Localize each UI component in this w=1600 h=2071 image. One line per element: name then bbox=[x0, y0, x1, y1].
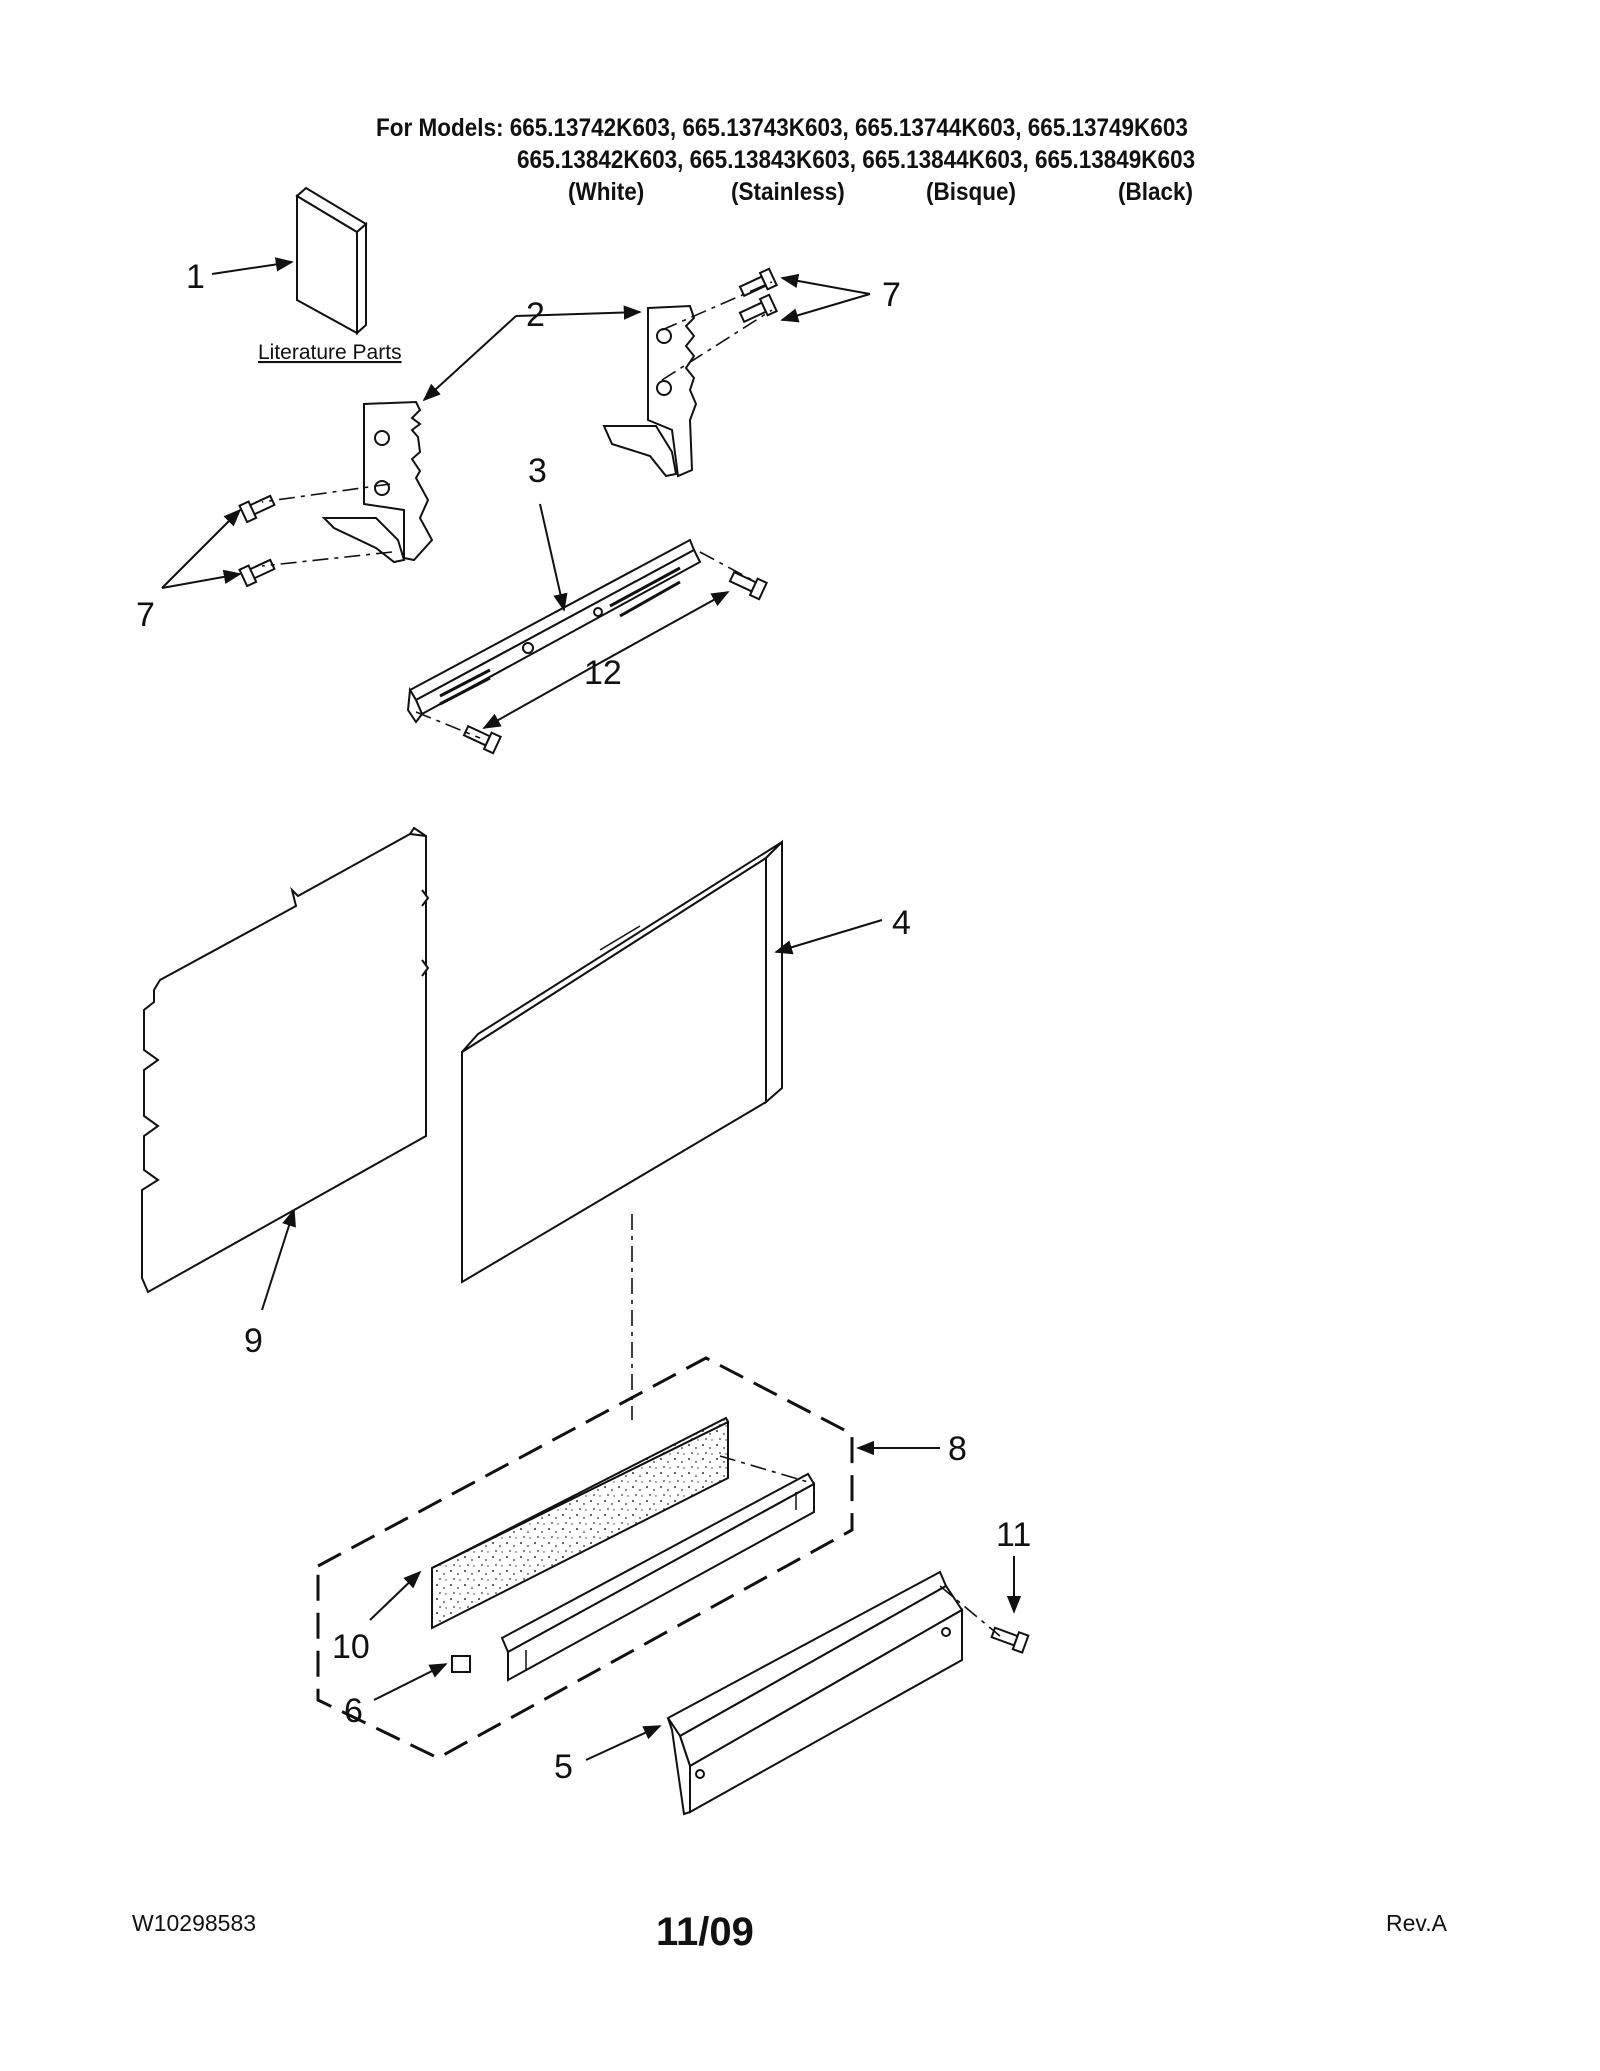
screw-12-left bbox=[462, 724, 503, 755]
callout-7-left: 7 bbox=[136, 596, 155, 634]
literature-booklet bbox=[295, 186, 368, 336]
callout-1: 1 bbox=[186, 258, 205, 296]
callout-11: 11 bbox=[996, 1516, 1031, 1554]
hinge-bracket-left bbox=[321, 400, 434, 564]
callout-6: 6 bbox=[344, 1692, 363, 1730]
color-black: (Black) bbox=[1118, 178, 1194, 206]
callout-9: 9 bbox=[244, 1322, 263, 1360]
callout-7-top: 7 bbox=[882, 276, 901, 314]
color-white: (White) bbox=[568, 178, 645, 206]
callout-8: 8 bbox=[948, 1430, 967, 1468]
callout-10: 10 bbox=[332, 1628, 370, 1666]
color-stainless: (Stainless) bbox=[731, 178, 845, 206]
screw-7-top-2 bbox=[738, 293, 779, 324]
color-bisque: (Bisque) bbox=[926, 178, 1016, 206]
screw-7-top-1 bbox=[738, 267, 779, 298]
callout-2: 2 bbox=[526, 296, 545, 334]
revision-label: Rev.A bbox=[1386, 1910, 1447, 1936]
models-line-1: For Models: 665.13742K603, 665.13743K603… bbox=[376, 114, 1188, 142]
models-line-2: 665.13842K603, 665.13843K603, 665.13844K… bbox=[517, 146, 1196, 174]
callout-12: 12 bbox=[584, 654, 622, 692]
screw-12-right bbox=[728, 570, 769, 601]
revision-date: 11/09 bbox=[656, 1910, 754, 1954]
document-number: W10298583 bbox=[132, 1910, 257, 1936]
literature-parts-label: Literature Parts bbox=[258, 341, 402, 364]
callout-5: 5 bbox=[554, 1748, 573, 1786]
screw-7-left-2 bbox=[238, 558, 276, 588]
outer-door-panel bbox=[461, 839, 783, 1284]
callout-4: 4 bbox=[892, 904, 911, 942]
inner-door-panel bbox=[141, 826, 430, 1294]
hinge-bracket-right bbox=[602, 304, 698, 478]
callout-3: 3 bbox=[528, 452, 547, 490]
door-assembly-group-outline bbox=[316, 1356, 854, 1760]
clip bbox=[451, 1655, 471, 1673]
toe-kick bbox=[666, 1570, 964, 1816]
screw-11 bbox=[990, 1626, 1030, 1654]
mounting-rail bbox=[406, 538, 702, 724]
foam-insulation bbox=[431, 1416, 730, 1630]
screw-7-left-1 bbox=[238, 494, 276, 524]
retainer-strip bbox=[500, 1472, 816, 1682]
